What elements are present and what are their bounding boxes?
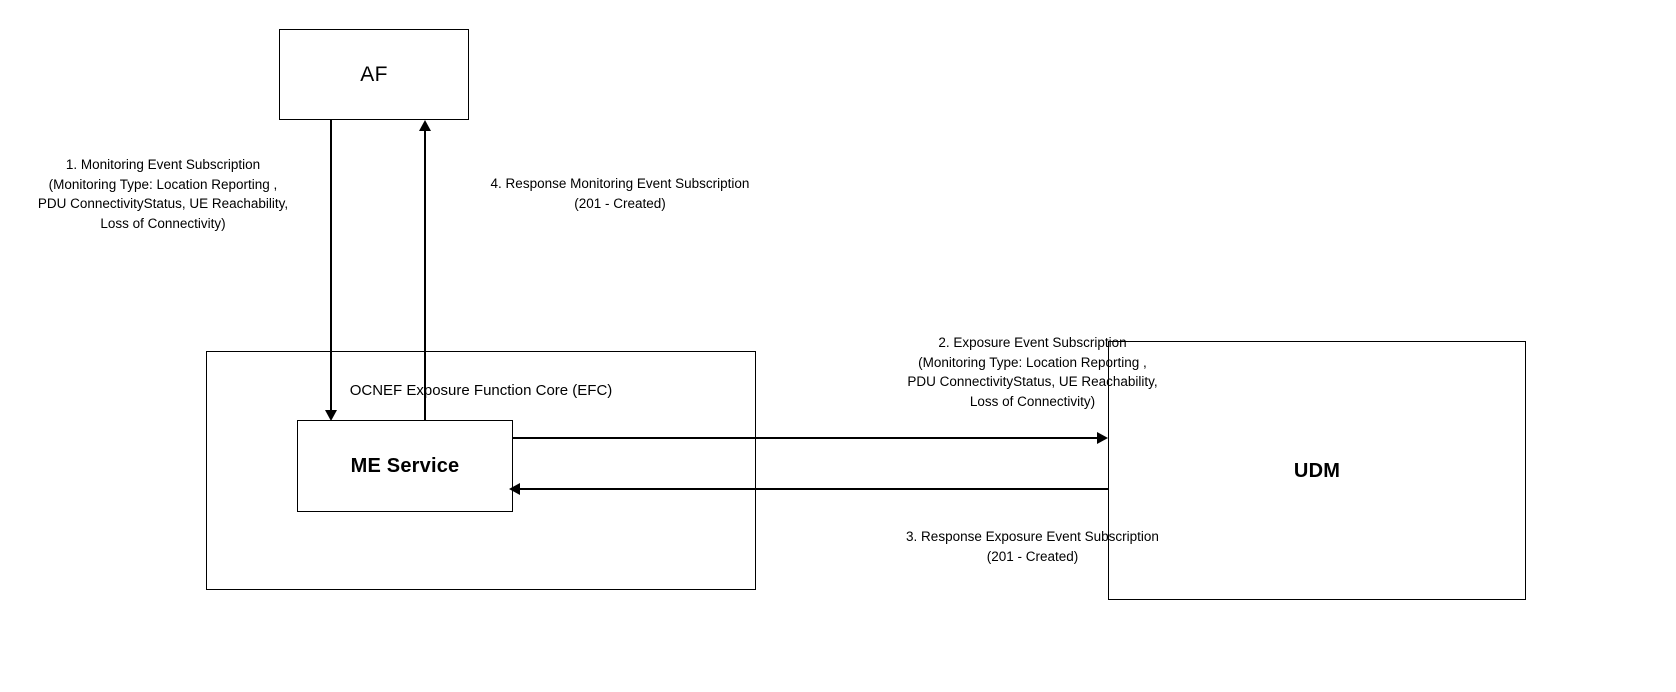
node-efc-label: OCNEF Exposure Function Core (EFC) <box>349 382 613 399</box>
edge-step4-arrowhead-icon <box>418 120 431 131</box>
edge-step4-line <box>424 127 426 421</box>
edge-label-step4: 4. Response Monitoring Event Subscriptio… <box>490 176 750 211</box>
edge-step3-arrowhead-icon <box>509 483 520 495</box>
edge-label-step2: 2. Exposure Event Subscription (Monitori… <box>907 335 1158 409</box>
node-af-label: AF <box>360 62 388 86</box>
edge-step1-line <box>330 120 332 413</box>
node-udm[interactable]: UDM <box>1108 341 1526 600</box>
node-af[interactable]: AF <box>279 29 469 120</box>
node-me-service[interactable]: ME Service <box>297 420 513 512</box>
node-me-service-label: ME Service <box>350 455 460 477</box>
edge-label-step1: 1. Monitoring Event Subscription (Monito… <box>37 157 289 231</box>
edge-label-step3: 3. Response Exposure Event Subscription … <box>906 529 1159 564</box>
node-udm-label: UDM <box>1293 459 1341 482</box>
edge-step2-arrowhead-icon <box>1097 432 1108 444</box>
edge-step1-arrowhead-icon <box>324 410 337 421</box>
edge-step3-line <box>520 488 1109 490</box>
edge-step2-line <box>513 437 1101 439</box>
